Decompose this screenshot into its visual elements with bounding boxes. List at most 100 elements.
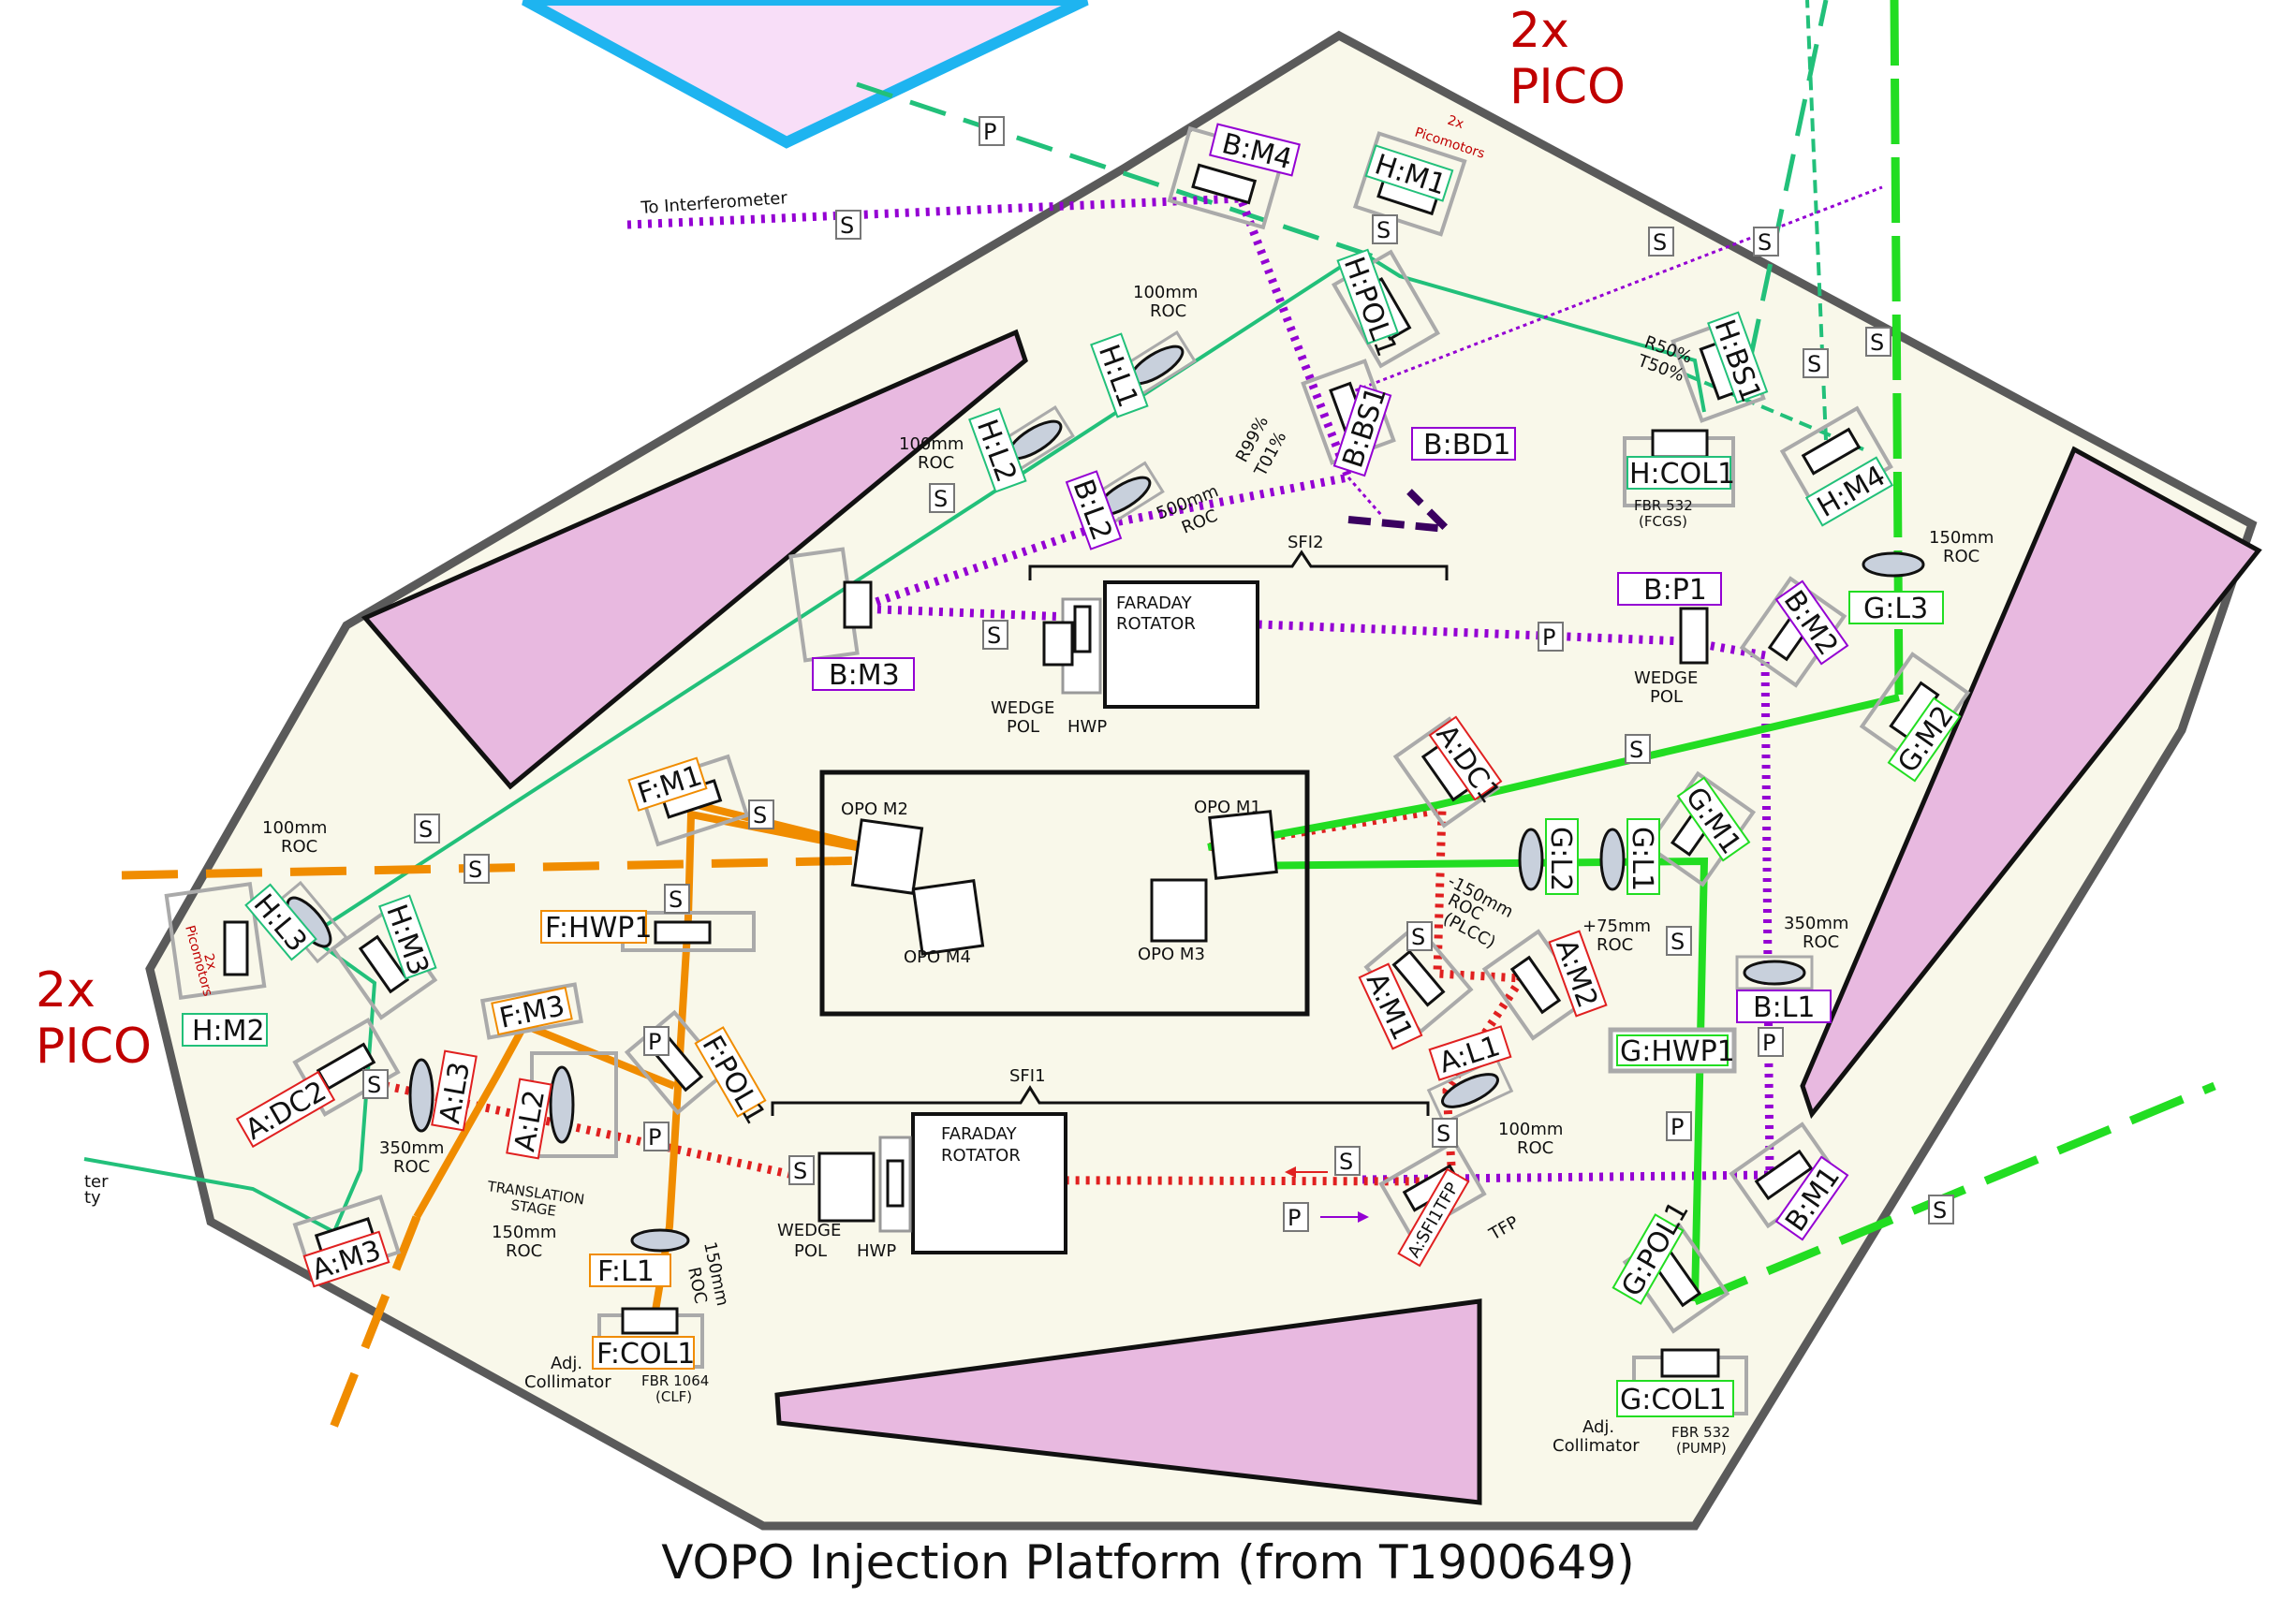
- sfi1-wedge-line1: WEDGE: [777, 1221, 841, 1240]
- b-p1-mount: [1679, 607, 1709, 665]
- photodiode-label: P: [1542, 624, 1555, 651]
- beam-dump-top-left: [361, 329, 1028, 790]
- shutter-box: [748, 799, 774, 829]
- b-p1-wedge-2: POL: [1650, 687, 1683, 707]
- shutter-label: S: [468, 857, 482, 883]
- g-col1-fiber-1: FBR 532: [1671, 1424, 1730, 1441]
- h-l3-roc-2: ROC: [281, 837, 317, 857]
- shutter-box: [1625, 734, 1651, 764]
- shutter-box: [1803, 348, 1829, 378]
- a-l3-roc-1: 350mm: [379, 1138, 444, 1158]
- pico-top-line1: 2x: [1509, 3, 1569, 59]
- sfi1-rotator-line2: ROTATOR: [941, 1146, 1021, 1166]
- h-col1-mount: [1623, 429, 1735, 507]
- sfi1-label: SFI1: [1009, 1066, 1046, 1086]
- shutter-box: [1666, 926, 1692, 956]
- f-beam-path-m3: [413, 1019, 676, 1219]
- sfi2-hwp-inner: [1073, 605, 1092, 653]
- left-cut-text-2: ty: [84, 1188, 101, 1208]
- to-interferometer-label: To Interferometer: [640, 188, 788, 218]
- shutter-box: [1928, 1195, 1954, 1224]
- shutter-label: S: [1758, 229, 1772, 256]
- photodiode-label: P: [983, 119, 996, 145]
- sfi1-hwp-label: HWP: [857, 1241, 896, 1261]
- g-hwp1-label: G:HWP1: [1608, 1027, 1737, 1074]
- f-m3-mount: [479, 982, 584, 1040]
- photodiode-box: [1538, 622, 1564, 652]
- pico-top-line2: PICO: [1509, 59, 1626, 115]
- photodiode-box: [1758, 1027, 1784, 1057]
- svg-text:F:COL1: F:COL1: [596, 1338, 695, 1371]
- sfi1-wedge-line2: POL: [794, 1241, 827, 1261]
- a-l1-roc-2: ROC: [1517, 1138, 1553, 1158]
- g-l3-label: G:L3: [1848, 591, 1944, 625]
- pico-left-line2: PICO: [36, 1019, 152, 1075]
- g-l1-roc-1: +75mm: [1582, 916, 1651, 936]
- f-col1-label: F:COL1: [592, 1336, 695, 1371]
- shutter-box: [1753, 227, 1779, 257]
- shutter-box: [788, 1155, 815, 1185]
- h-l3-roc-1: 100mm: [262, 818, 327, 838]
- photodiode-box: [643, 1122, 670, 1151]
- g-beam-path: [1207, 694, 1900, 851]
- sfi1-faraday-rotator: [911, 1112, 1067, 1254]
- photodiode-label: P: [1762, 1030, 1775, 1056]
- g-l1-roc-2: ROC: [1597, 935, 1633, 955]
- shutter-label: S: [419, 816, 433, 843]
- f-l1-label: F:L1: [589, 1254, 671, 1288]
- a-l1-roc-1: 100mm: [1498, 1120, 1563, 1139]
- left-cut-text-1: ter: [84, 1172, 109, 1192]
- shutter-label: S: [1376, 217, 1391, 243]
- shutter-label: S: [840, 213, 854, 239]
- h-col1-fiber-1: FBR 532: [1634, 497, 1693, 514]
- b-l1-roc-1: 350mm: [1784, 914, 1848, 933]
- shutter-box: [464, 854, 490, 884]
- photodiode-box: [979, 116, 1005, 146]
- shutter-label: S: [1629, 737, 1643, 763]
- svg-text:B:M3: B:M3: [829, 659, 900, 692]
- diagram-caption: VOPO Injection Platform (from T1900649): [661, 1535, 1635, 1590]
- shutter-label: S: [1436, 1121, 1450, 1147]
- f-col1-adj-1: Adj.: [551, 1354, 582, 1373]
- photodiode-box: [643, 1026, 670, 1056]
- b-l1-lens: [1735, 955, 1814, 990]
- sfi1-wedge-pol: [817, 1151, 876, 1223]
- sfi2-faraday-rotator: [1103, 580, 1259, 709]
- shutter-label: S: [1933, 1197, 1947, 1224]
- shutter-box: [835, 210, 861, 240]
- b-beam-path-main: [856, 604, 1774, 1184]
- svg-text:H:M2: H:M2: [192, 1015, 265, 1048]
- svg-text:G:COL1: G:COL1: [1620, 1384, 1727, 1416]
- shutter-box: [1432, 1118, 1458, 1148]
- svg-text:H:COL1: H:COL1: [1629, 458, 1735, 491]
- h-l3-picomotor-note-1: 2x: [200, 952, 219, 972]
- b-l1-roc-2: ROC: [1803, 932, 1839, 952]
- a-l1-lens: [1426, 1056, 1514, 1125]
- g-l1-label: G:L1: [1626, 818, 1660, 895]
- f-col1-fiber-2: (CLF): [655, 1388, 692, 1405]
- shutter-label: S: [1870, 330, 1884, 356]
- g-col1-label: G:COL1: [1616, 1380, 1734, 1417]
- g-l2-label: G:L2: [1544, 818, 1579, 895]
- shutter-box: [1372, 214, 1398, 244]
- a-l2-roc-1: 150mm: [492, 1223, 556, 1242]
- h-m2-mount: [164, 882, 267, 1000]
- pico-left-line1: 2x: [36, 962, 96, 1019]
- photodiode-label: P: [648, 1029, 661, 1055]
- opo-m1-label: OPO M1: [1194, 798, 1261, 817]
- h-l2-roc-2: ROC: [918, 453, 954, 473]
- opo-m3-label: OPO M3: [1138, 945, 1205, 964]
- f-beam-dashed-in: [121, 855, 919, 880]
- shutter-label: S: [793, 1158, 807, 1184]
- svg-text:G:L2: G:L2: [1544, 827, 1577, 891]
- g-col1-fiber-2: (PUMP): [1676, 1440, 1727, 1457]
- h-beam-path-left-exit: [83, 1157, 333, 1233]
- opo-cavity-box: [819, 770, 1310, 1017]
- g-l3-roc-2: ROC: [1943, 547, 1980, 566]
- sfi2-wedge-pol: [1042, 621, 1074, 667]
- a-l2-roc-2: ROC: [506, 1241, 542, 1261]
- svg-text:F:HWP1: F:HWP1: [545, 912, 652, 945]
- svg-text:B:L1: B:L1: [1753, 991, 1816, 1024]
